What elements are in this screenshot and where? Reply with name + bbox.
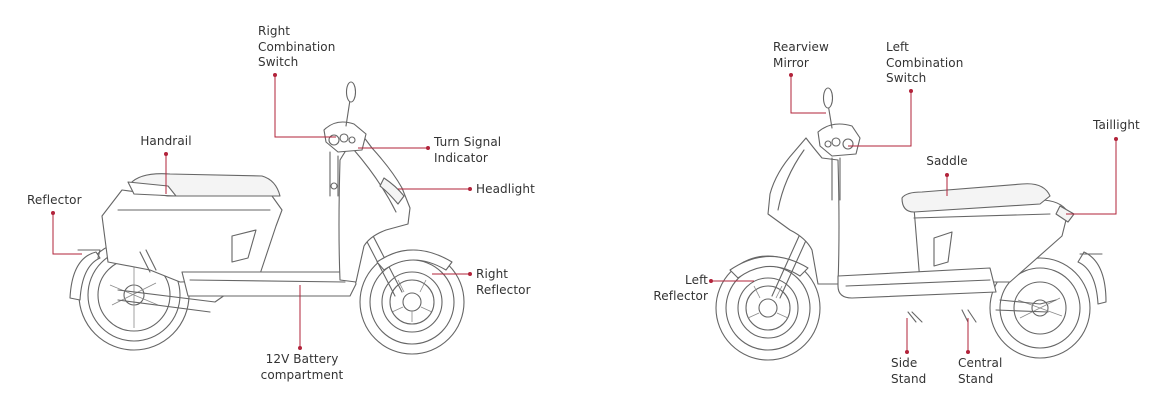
label-side-stand: Side Stand xyxy=(891,356,927,386)
label-saddle: Saddle xyxy=(926,154,968,168)
label-turn-signal-indicator: Turn Signal Indicator xyxy=(434,135,502,165)
label-battery-compartment: 12V Battery compartment xyxy=(260,352,344,382)
label-taillight: Taillight xyxy=(1093,118,1140,132)
label-handrail: Handrail xyxy=(140,134,192,148)
front-wheel-2 xyxy=(715,255,821,361)
label-left-reflector: Left Reflector xyxy=(653,273,708,303)
label-reflector: Reflector xyxy=(27,193,82,207)
label-right-reflector: Right Reflector xyxy=(476,267,531,297)
label-headlight: Headlight xyxy=(476,182,535,196)
rear-wheel-2 xyxy=(989,257,1091,359)
label-right-combination-switch: Right Combination Switch xyxy=(258,24,336,69)
scooter-right-side-view xyxy=(69,81,465,355)
label-central-stand: Central Stand xyxy=(958,356,1003,386)
label-rearview-mirror: Rearview Mirror xyxy=(773,40,829,70)
callout-leaders xyxy=(51,73,1118,354)
scooter-left-side-view xyxy=(715,87,1107,361)
label-left-combination-switch: Left Combination Switch xyxy=(886,40,964,85)
